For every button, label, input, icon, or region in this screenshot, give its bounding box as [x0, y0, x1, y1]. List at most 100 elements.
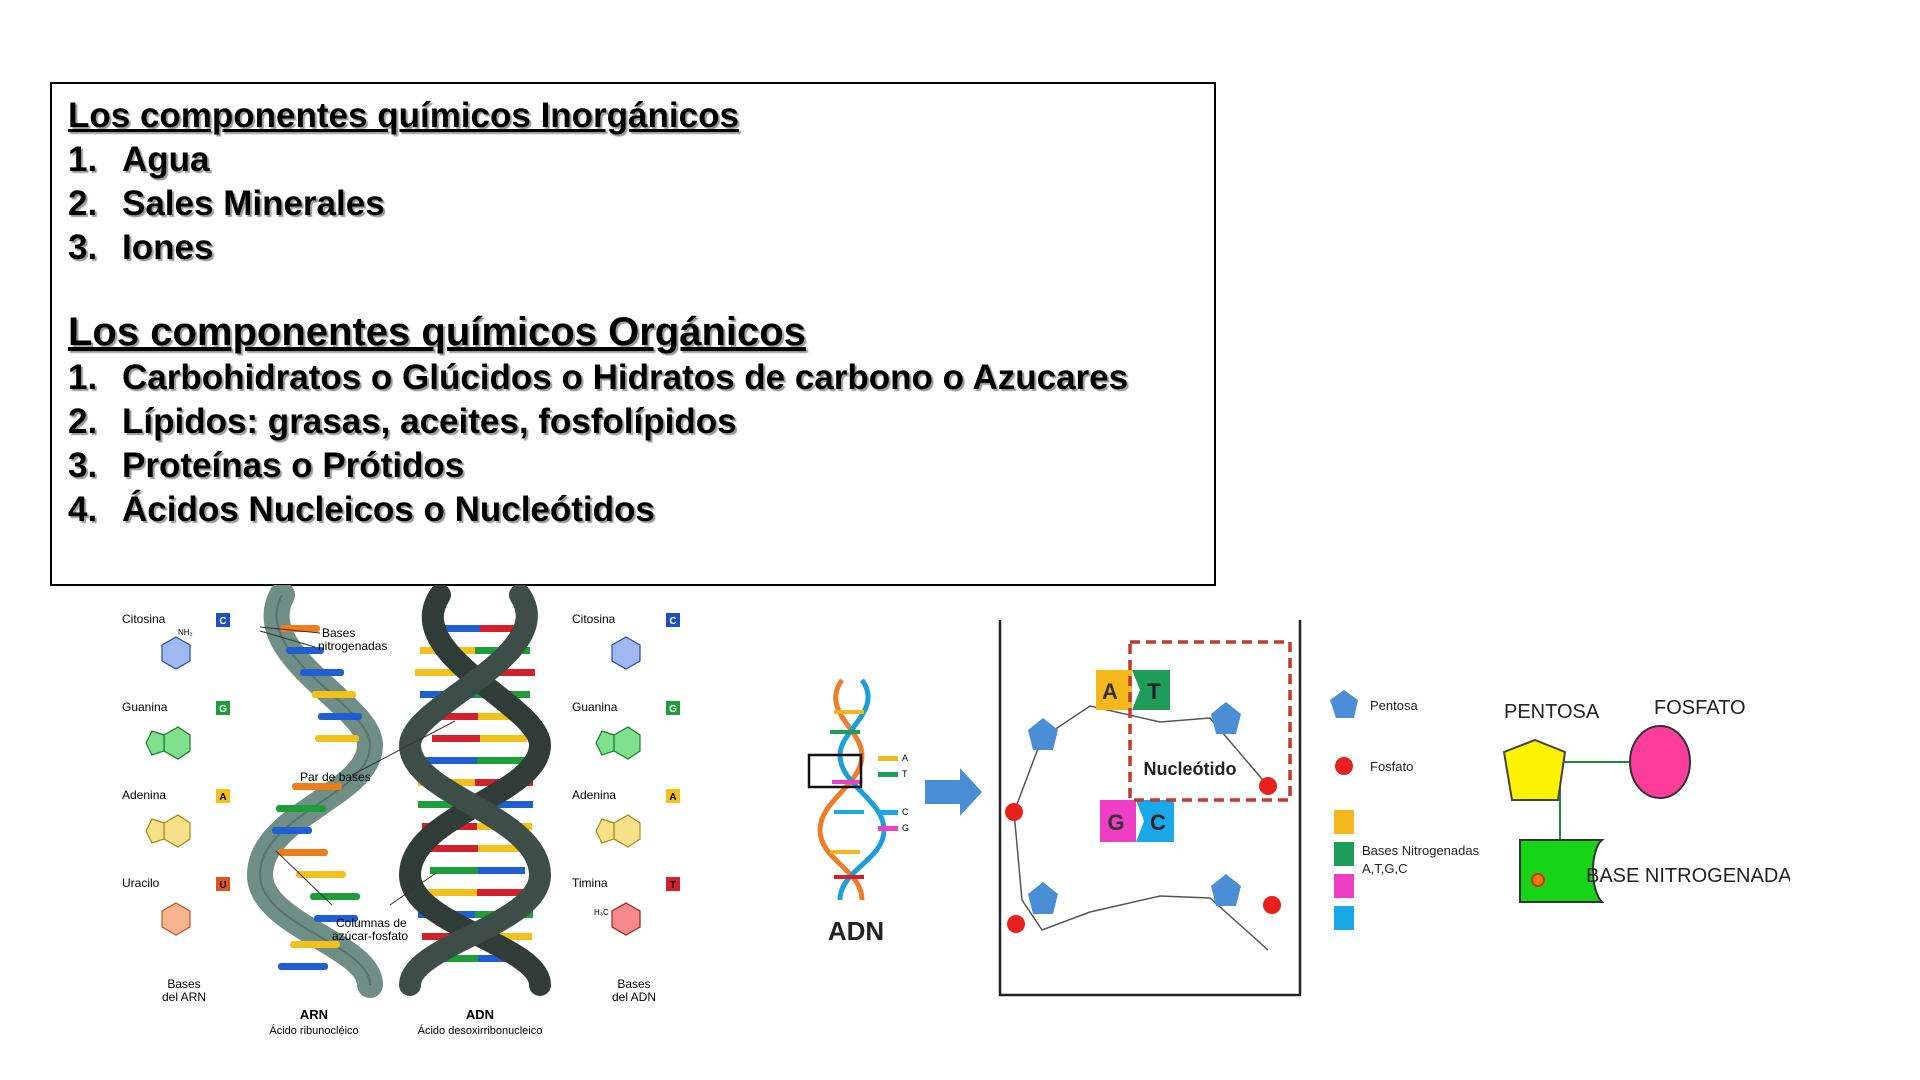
list-item: 2.Sales Minerales — [68, 184, 385, 223]
svg-text:ARN: ARN — [300, 1007, 328, 1022]
list-item: 1.Carbohidratos o Glúcidos o Hidratos de… — [68, 358, 1129, 397]
svg-text:G: G — [1107, 810, 1124, 835]
list-item: 2.Lípidos: grasas, aceites, fosfolípidos — [68, 402, 737, 441]
organic-list: 1.Carbohidratos o Glúcidos o Hidratos de… — [68, 356, 1198, 532]
cytosine-ring — [161, 636, 191, 670]
legend: Pentosa Fosfato Bases Nitrogenadas A,T,G… — [1330, 690, 1480, 930]
svg-text:Timina: Timina — [572, 876, 608, 890]
letter-badge — [216, 789, 230, 803]
nucleotide-frame — [998, 620, 1302, 997]
svg-text:C: C — [1150, 810, 1166, 835]
svg-text:ADN: ADN — [466, 1007, 494, 1022]
nucleotide-label: Nucleótido — [1144, 759, 1237, 779]
svg-text:G: G — [669, 704, 677, 715]
svg-text:A,T,G,C: A,T,G,C — [1362, 861, 1408, 876]
svg-text:Uracilo: Uracilo — [122, 876, 160, 890]
rna-bases — [272, 625, 362, 970]
pentose-icon — [1028, 882, 1058, 914]
svg-text:H₃C: H₃C — [594, 908, 609, 917]
svg-text:C: C — [219, 616, 226, 627]
list-item: 3.Proteínas o Prótidos — [68, 446, 465, 485]
svg-text:Ácido desoxirribonucleico: Ácido desoxirribonucleico — [418, 1024, 543, 1037]
svg-text:G: G — [902, 823, 909, 833]
svg-text:A: A — [219, 792, 226, 803]
base-pair-gc: G C — [1100, 800, 1174, 842]
base-guanine: Guanina G — [122, 700, 230, 760]
list-item: 4.Ácidos Nucleicos o Nucleótidos — [68, 490, 655, 529]
nucleotide-dashed-box — [1128, 640, 1292, 802]
svg-text:Guanina: Guanina — [122, 700, 168, 714]
nucleotide-diagram: A T C G ADN A T G C N — [807, 620, 1480, 997]
letter-badge — [216, 613, 230, 627]
rna-bases-column: Citosina C NH₂ Guanina G Adenina A Uraci… — [122, 612, 230, 1004]
letter-badge — [216, 877, 230, 891]
rna-dna-diagram: Citosina C NH₂ Guanina G Adenina A Uraci… — [122, 585, 680, 1037]
svg-text:Ácido ribunocléico: Ácido ribunocléico — [269, 1024, 358, 1037]
svg-text:Bases: Bases — [167, 977, 200, 991]
svg-text:T: T — [902, 769, 908, 779]
svg-text:C: C — [902, 807, 909, 817]
svg-text:Guanina: Guanina — [572, 700, 618, 714]
svg-text:Fosfato: Fosfato — [1370, 759, 1413, 774]
svg-text:azúcar-fosfato: azúcar-fosfato — [332, 929, 408, 943]
pentose-icon — [1211, 874, 1241, 906]
svg-text:del ADN: del ADN — [612, 990, 656, 1004]
svg-text:A: A — [1102, 679, 1118, 704]
rna-strand — [246, 585, 384, 998]
svg-text:NH₂: NH₂ — [178, 628, 193, 637]
base-pair-at: A T — [1096, 670, 1170, 710]
base-cytosine: Citosina C NH₂ — [122, 612, 230, 670]
list-item: 1.Agua — [68, 140, 210, 179]
svg-text:Adenina: Adenina — [572, 788, 616, 802]
base-uracil: Uracilo U — [122, 876, 230, 936]
dna-helix — [398, 585, 552, 996]
letter-badge — [216, 701, 230, 715]
dna-bases-column: Citosina C Guanina G Adenina A Timina T … — [572, 612, 680, 1004]
svg-text:C: C — [669, 616, 676, 627]
svg-text:T: T — [670, 880, 676, 891]
svg-text:Citosina: Citosina — [122, 612, 166, 626]
svg-text:Par de bases: Par de bases — [300, 770, 371, 784]
svg-text:A: A — [669, 792, 676, 803]
diagram-annotations: Bases nitrogenadas Par de bases Columnas… — [259, 626, 543, 1037]
svg-text:Columnas de: Columnas de — [336, 916, 407, 930]
svg-text:Adenina: Adenina — [122, 788, 166, 802]
dna-backbone-2 — [398, 585, 552, 996]
small-dna-helix: A T C G ADN — [807, 678, 909, 946]
components-textbox: Los componentes químicos Inorgánicos 1.A… — [50, 82, 1216, 586]
uracil-ring — [161, 902, 191, 936]
selection-box — [807, 753, 863, 789]
guanine-ring-2 — [145, 730, 165, 756]
svg-text:Pentosa: Pentosa — [1370, 698, 1418, 713]
inorganic-heading: Los componentes químicos Inorgánicos — [68, 96, 739, 135]
svg-text:nitrogenadas: nitrogenadas — [318, 639, 387, 653]
svg-text:del ARN: del ARN — [162, 990, 206, 1004]
organic-heading: Los componentes químicos Orgánicos — [68, 310, 806, 354]
fosfato-label: FOSFATO — [1654, 697, 1746, 719]
svg-text:G: G — [219, 704, 227, 715]
inorganic-list: 1.Agua 2.Sales Minerales 3.Iones — [68, 138, 1198, 270]
svg-text:A: A — [902, 753, 908, 763]
adn-label: ADN — [828, 916, 884, 946]
pentose-icon — [1028, 718, 1058, 750]
phosphate-dots — [1005, 777, 1281, 933]
adenine-ring-2 — [145, 818, 165, 844]
svg-text:Bases Nitrogenadas: Bases Nitrogenadas — [1362, 843, 1480, 858]
base-adenine: Adenina A — [122, 788, 230, 848]
svg-text:Bases: Bases — [322, 626, 355, 640]
svg-text:U: U — [219, 880, 226, 891]
pentosa-label: PENTOSA — [1504, 701, 1600, 723]
base-label: BASE NITROGENADA — [1586, 865, 1790, 887]
pentose-shapes — [1028, 702, 1241, 914]
guanine-ring — [163, 726, 191, 760]
phosphate-icon — [1335, 757, 1353, 775]
svg-text:Citosina: Citosina — [572, 612, 616, 626]
svg-text:T: T — [1147, 679, 1161, 704]
pentose-icon — [1211, 702, 1241, 734]
list-item: 3.Iones — [68, 228, 214, 267]
phosphate-icon — [1629, 725, 1691, 799]
svg-text:Bases: Bases — [617, 977, 650, 991]
structure-diagram: PENTOSA FOSFATO BASE NITROGENADA — [1502, 697, 1790, 903]
adenine-ring — [163, 814, 191, 848]
pentose-icon — [1502, 738, 1567, 801]
